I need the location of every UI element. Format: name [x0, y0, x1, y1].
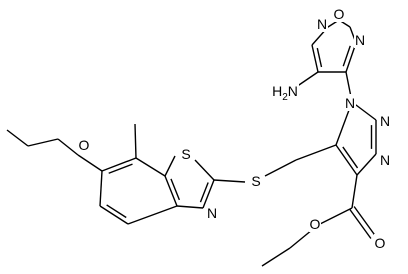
bond-fz-c3-n — [311, 44, 319, 73]
bond-tz-c4-carbonylC — [351, 174, 358, 209]
bond-c7a-c3a-inner — [170, 178, 181, 201]
bond-c7a-c7 — [135, 157, 166, 177]
bond-ch2-s — [264, 159, 297, 177]
benzothiazole-sulfur-atom-background — [180, 145, 192, 162]
ester-carbonyl-oxygen: O — [375, 235, 386, 251]
ether-oxygen-atom-background — [78, 136, 90, 153]
amino-group-label: H2N — [272, 83, 298, 103]
benzothiazole-nitrogen-atom: N — [207, 205, 217, 221]
bond-s-c2 — [213, 179, 246, 183]
bond-tz-c4-c5 — [335, 144, 358, 176]
triazole-nitrogen-1-background — [344, 94, 356, 111]
bond-c3a-n3 — [176, 205, 204, 209]
bond-ch2-ch3 — [261, 247, 291, 267]
bond-n3-c2 — [202, 179, 215, 209]
thioether-sulfur-atom: S — [251, 173, 260, 189]
bond-ch3-end — [6, 129, 29, 147]
bond-c5-c4 — [99, 205, 129, 225]
oxadiazole-nitrogen-right-background — [354, 31, 366, 48]
ester-alkoxy-oxygen: O — [310, 216, 321, 232]
bond-c3-nh2 — [295, 71, 319, 88]
thioether-sulfur-atom-background — [250, 172, 262, 189]
bond-fz-c3-n-inner — [316, 47, 323, 68]
bond-carbonyl-c-oalk — [317, 207, 353, 226]
bond-c6-c5 — [99, 170, 103, 207]
benzothiazole-sulfur-atom: S — [181, 146, 190, 162]
bonds-layer — [6, 19, 377, 267]
bond-s1-c7a — [164, 155, 176, 177]
bond-c4-c3a — [127, 205, 178, 225]
bond-c6-oether — [77, 154, 103, 172]
ester-alkoxy-oxygen-background — [309, 215, 321, 232]
bond-c7a-c3a — [164, 175, 178, 207]
oxadiazole-nitrogen-left-background — [316, 15, 328, 32]
ether-oxygen-atom: O — [79, 137, 90, 153]
amino-group-label-background — [271, 82, 299, 99]
benzothiazole-nitrogen-atom-background — [206, 204, 218, 221]
bond-c7-c6 — [101, 157, 137, 172]
triazole-nitrogen-3-background — [379, 151, 391, 168]
triazole-nitrogen-1: N — [345, 95, 355, 111]
bond-carbonyl-co-b — [353, 206, 376, 236]
triazole-nitrogen-2: N — [380, 113, 390, 129]
oxadiazole-nitrogen-left: N — [317, 16, 327, 32]
bond-carbonyl-co-a — [349, 209, 372, 239]
bond-c7-c6-inner — [108, 163, 133, 174]
bond-c5-c4-inner — [106, 204, 127, 219]
triazole-nitrogen-3: N — [380, 152, 390, 168]
oxadiazole-oxygen-atom: O — [334, 6, 345, 22]
ester-carbonyl-oxygen-background — [374, 234, 386, 251]
oxadiazole-nitrogen-right: N — [355, 32, 365, 48]
triazole-nitrogen-2-background — [379, 112, 391, 129]
bond-n3-c2-inner — [199, 182, 209, 203]
bond-c7-oether — [134, 123, 137, 159]
oxadiazole-oxygen-atom-background — [333, 5, 345, 22]
bond-tz-n3-c4 — [356, 153, 377, 176]
bond-tz-c4-c5-inner — [342, 146, 359, 169]
bond-c2-s1 — [194, 159, 215, 181]
bond-c5-ch2 — [295, 144, 337, 161]
bond-ch2-ch3-left — [27, 138, 59, 147]
bond-oether-ch2 — [57, 138, 79, 156]
bond-fz-c4-c-inner — [342, 45, 351, 67]
